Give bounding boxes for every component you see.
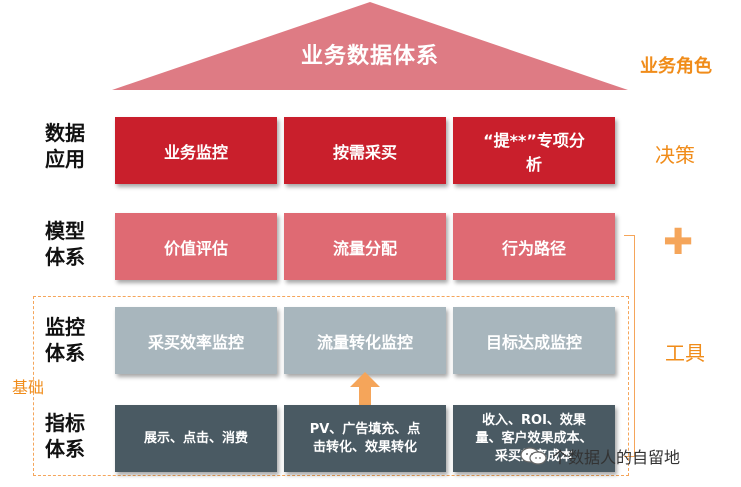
roof-triangle: [112, 2, 628, 90]
foundation-frame: [33, 296, 629, 476]
plus-icon: ✚: [663, 222, 694, 263]
box-pv-ad-fill-conversion: PV、广告填充、点 击转化、效果转化: [284, 405, 446, 472]
up-arrow-icon: [350, 372, 380, 406]
box-behavior-path: 行为路径: [453, 213, 615, 280]
box-on-demand-purchase: 按需采买: [284, 117, 446, 184]
bracket: [624, 235, 635, 457]
tool-label: 工具: [665, 341, 705, 365]
page-title: 业务数据体系: [300, 44, 439, 69]
wechat-icon: [520, 447, 547, 465]
box-business-monitoring: 业务监控: [115, 117, 277, 184]
layer-label-metric-system: 指标 体系: [45, 411, 85, 461]
layer-label-model-system: 模型 体系: [45, 219, 85, 269]
foundation-label: 基础: [12, 378, 45, 397]
box-value-assessment: 价值评估: [115, 213, 277, 280]
box-traffic-allocation: 流量分配: [284, 213, 446, 280]
box-display-click-consumption: 展示、点击、消费: [115, 405, 277, 472]
decision-label: 决策: [655, 143, 695, 167]
box-goal-achievement-monitoring: 目标达成监控: [453, 307, 615, 374]
watermark-text: 个数据人的自留地: [552, 448, 681, 467]
layer-label-data-application: 数据 应用: [45, 121, 85, 171]
watermark: 个数据人的自留地: [520, 444, 680, 468]
layer-label-monitoring-system: 监控 体系: [45, 315, 85, 365]
business-role-label: 业务角色: [640, 56, 712, 77]
box-special-analysis: “提**”专项分 析: [453, 117, 615, 184]
box-purchase-efficiency-monitoring: 采买效率监控: [115, 307, 277, 374]
box-traffic-conversion-monitoring: 流量转化监控: [284, 307, 446, 374]
